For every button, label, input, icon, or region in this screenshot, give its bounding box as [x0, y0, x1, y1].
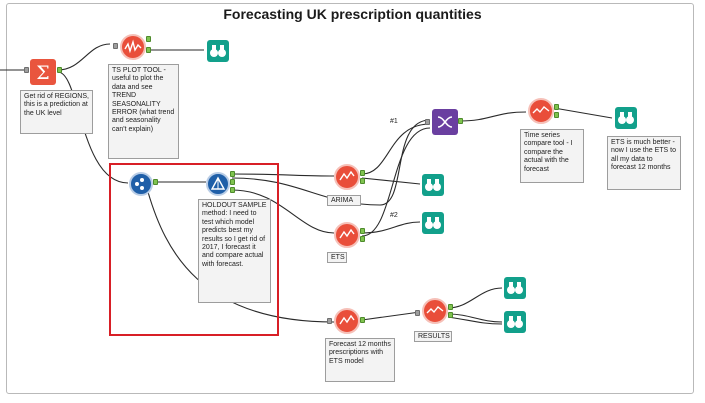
label-ets: ETS	[327, 252, 347, 263]
ets-tool[interactable]	[334, 222, 360, 248]
label-arima: ARIMA	[327, 195, 361, 206]
ts-plot-input-anchor[interactable]	[113, 43, 118, 49]
filter-tool[interactable]	[129, 172, 153, 196]
note-ts-compare: Time series compare tool - I compare the…	[520, 129, 584, 183]
binoculars-icon	[507, 282, 523, 294]
union-output-anchor[interactable]	[458, 118, 463, 124]
results-input-anchor[interactable]	[415, 310, 420, 316]
binoculars-icon	[618, 112, 634, 124]
results-output-anchor[interactable]	[448, 304, 453, 310]
union-icon	[437, 116, 453, 128]
ts-plot-tool[interactable]	[120, 34, 146, 60]
ts-plot-output-anchor[interactable]	[146, 36, 151, 42]
note-ets-better: ETS is much better - now I use the ETS t…	[607, 136, 681, 190]
browse-tool-results-2[interactable]	[504, 311, 526, 333]
create-samples-icon	[210, 176, 226, 190]
connection-tag-2: #2	[390, 212, 398, 219]
note-holdout: HOLDOUT SAMPLE method: I need to test wh…	[198, 199, 271, 303]
ts-forecast-input-anchor[interactable]	[327, 318, 332, 324]
ets-output-anchor[interactable]	[360, 228, 365, 234]
note-regions: Get rid of REGIONS, this is a prediction…	[20, 90, 93, 134]
summarize-tool[interactable]: Σ	[30, 59, 56, 85]
results-tool[interactable]	[422, 298, 448, 324]
filter-icon	[135, 178, 144, 190]
ets-icon	[339, 228, 355, 239]
sigma-icon: Σ	[36, 62, 49, 84]
arima-icon	[339, 170, 355, 181]
browse-tool-ts-plot[interactable]	[207, 40, 229, 62]
canvas-frame	[6, 3, 694, 394]
ts-forecast-icon	[339, 314, 355, 325]
samples-holdout-anchor[interactable]	[230, 187, 235, 193]
binoculars-icon	[507, 316, 523, 328]
ts-forecast-tool[interactable]	[334, 308, 360, 334]
svg-text:Σ: Σ	[36, 62, 49, 84]
binoculars-icon	[425, 179, 441, 191]
ts-forecast-output-anchor[interactable]	[360, 317, 365, 323]
create-samples-tool[interactable]	[206, 172, 230, 196]
union-tool[interactable]	[432, 109, 458, 135]
samples-validation-anchor[interactable]	[230, 179, 235, 185]
results-output-anchor-2[interactable]	[448, 312, 453, 318]
ts-compare-output-anchor[interactable]	[554, 104, 559, 110]
connection-tag-1: #1	[390, 118, 398, 125]
browse-tool-arima[interactable]	[422, 174, 444, 196]
arima-tool[interactable]	[334, 164, 360, 190]
ts-plot-output-anchor-2[interactable]	[146, 47, 151, 53]
ts-plot-icon	[124, 39, 142, 54]
browse-tool-ets[interactable]	[422, 212, 444, 234]
arima-output-anchor-2[interactable]	[360, 178, 365, 184]
ets-output-anchor-2[interactable]	[360, 236, 365, 242]
binoculars-icon	[425, 217, 441, 229]
ts-compare-tool[interactable]	[528, 98, 554, 124]
filter-output-anchor[interactable]	[153, 179, 158, 185]
summarize-input-anchor[interactable]	[24, 67, 29, 73]
label-results: RESULTS	[414, 331, 452, 342]
browse-tool-results-1[interactable]	[504, 277, 526, 299]
binoculars-icon	[210, 45, 226, 57]
samples-estimation-anchor[interactable]	[230, 171, 235, 177]
browse-tool-ts-compare[interactable]	[615, 107, 637, 129]
holdout-highlight-box	[109, 163, 279, 336]
ts-compare-icon	[426, 306, 444, 314]
union-input-anchor[interactable]	[425, 119, 430, 125]
note-ts-plot: TS PLOT TOOL - useful to plot the data a…	[108, 64, 179, 159]
ts-compare-output-anchor-2[interactable]	[554, 112, 559, 118]
summarize-output-anchor[interactable]	[57, 67, 62, 73]
ts-compare-icon	[532, 106, 550, 114]
arima-output-anchor[interactable]	[360, 170, 365, 176]
workflow-title: Forecasting UK prescription quantities	[223, 6, 482, 22]
note-forecast-12: Forecast 12 months prescriptions with ET…	[325, 338, 395, 382]
